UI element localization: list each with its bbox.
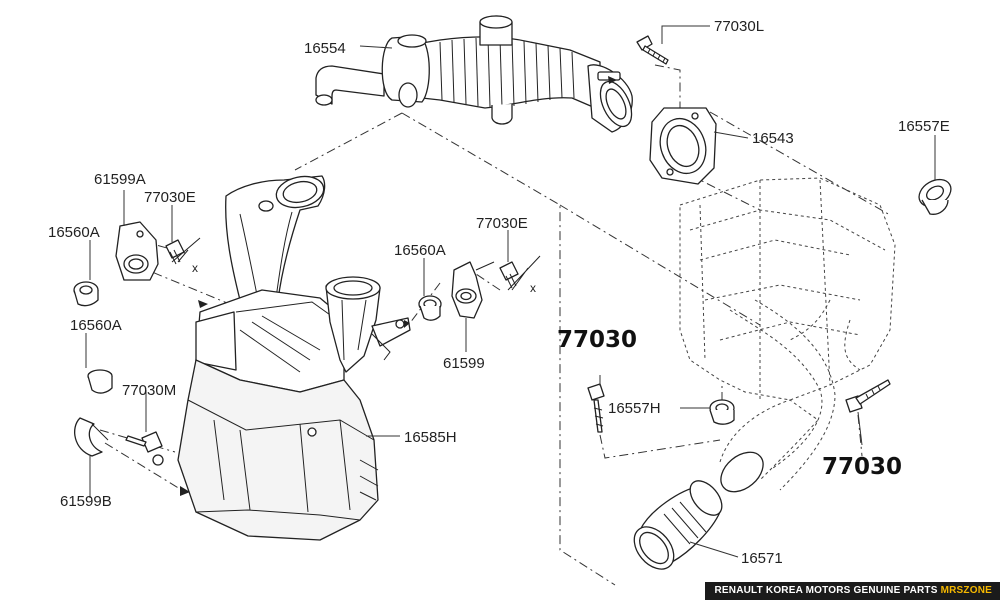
label-16585H: 16585H [404, 429, 457, 446]
flange-16543 [649, 107, 717, 185]
label-x-mid: x [530, 281, 536, 295]
grommet-16557H [709, 399, 735, 425]
grommet-16557E [918, 178, 952, 215]
arrowheads [180, 76, 617, 496]
label-16543: 16543 [752, 130, 794, 147]
label-77030-big-left: 77030 [557, 327, 637, 353]
bolt-77030-left [587, 383, 605, 433]
assembly-lines [99, 64, 891, 586]
label-61599B: 61599B [60, 493, 112, 510]
footer-text: RENAULT KOREA MOTORS GENUINE PARTS [714, 585, 938, 596]
bolt-77030M [125, 431, 164, 466]
label-77030L: 77030L [714, 18, 764, 35]
bolt-77030E-left [165, 237, 201, 265]
bracket-61599A [115, 221, 159, 281]
label-16554: 16554 [304, 40, 346, 57]
label-77030E-left: 77030E [144, 189, 196, 206]
part-labels: 16554 77030L 16543 16557E 61599A 77030E … [48, 18, 950, 567]
label-16560A-mid: 16560A [394, 242, 446, 259]
bracket-61599 [451, 261, 495, 319]
label-16571: 16571 [741, 550, 783, 567]
clip-61599B [74, 417, 109, 457]
air-cleaner-16585H [177, 175, 411, 541]
screw-77030L [636, 35, 669, 65]
bolt-77030E-mid [499, 255, 541, 291]
label-77030M: 77030M [122, 382, 176, 399]
hose-16571 [633, 399, 819, 570]
label-61599: 61599 [443, 355, 485, 372]
label-16560A-left: 16560A [48, 224, 100, 241]
bolt-77030-right [845, 379, 891, 413]
label-x-left: x [192, 261, 198, 275]
label-16557H: 16557H [608, 400, 661, 417]
grommet-16560A-mid [418, 295, 442, 321]
grommet-16560A-left [73, 281, 99, 307]
label-77030E-mid: 77030E [476, 215, 528, 232]
grommet-16560A-lower [87, 369, 113, 394]
watermark-footer: RENAULT KOREA MOTORS GENUINE PARTS MRSZO… [704, 582, 1000, 600]
label-16560A-lower: 16560A [70, 317, 122, 334]
engine-block-outline [679, 177, 896, 491]
label-61599A: 61599A [94, 171, 146, 188]
label-16557E: 16557E [898, 118, 950, 135]
footer-brand: MRSZONE [940, 585, 992, 596]
leader-lines [85, 25, 936, 558]
intake-hose-16554 [315, 15, 633, 133]
label-77030-big-right: 77030 [822, 454, 902, 480]
